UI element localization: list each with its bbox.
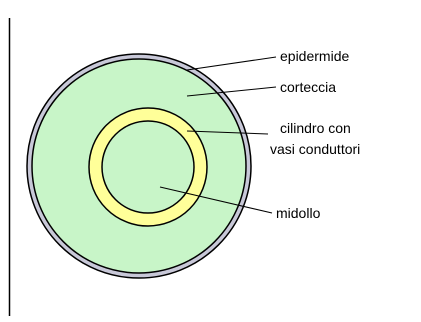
vascular-cylinder-label-line1: cilindro con — [280, 120, 351, 136]
pith-area — [102, 121, 194, 213]
pith-label: midollo — [276, 205, 321, 221]
cortex-label: corteccia — [280, 79, 336, 95]
epidermis-leader-line — [187, 57, 276, 70]
vascular-cylinder-label-line2: vasi conduttori — [270, 141, 360, 157]
epidermis-label: epidermide — [280, 48, 349, 64]
